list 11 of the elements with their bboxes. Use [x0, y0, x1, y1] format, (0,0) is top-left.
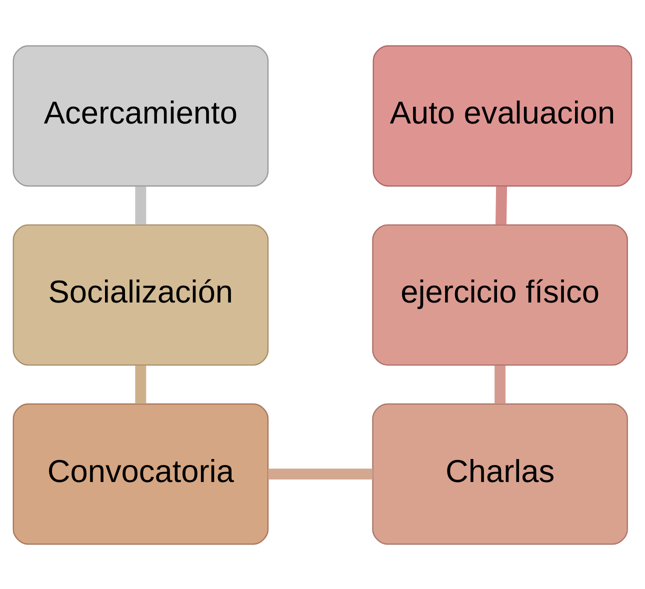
node-box: Charlas: [372, 402, 628, 544]
node-box: Convocatoria: [12, 402, 269, 544]
node-box: Auto evaluacion: [372, 44, 632, 186]
node-box: Socialización: [12, 224, 269, 366]
connector: [268, 468, 373, 480]
connector: [135, 186, 146, 224]
node-box: ejercicio físico: [372, 224, 628, 366]
connector: [135, 365, 146, 404]
node-box: Acercamiento: [12, 44, 269, 186]
connector: [494, 365, 506, 404]
connector: [496, 186, 508, 224]
